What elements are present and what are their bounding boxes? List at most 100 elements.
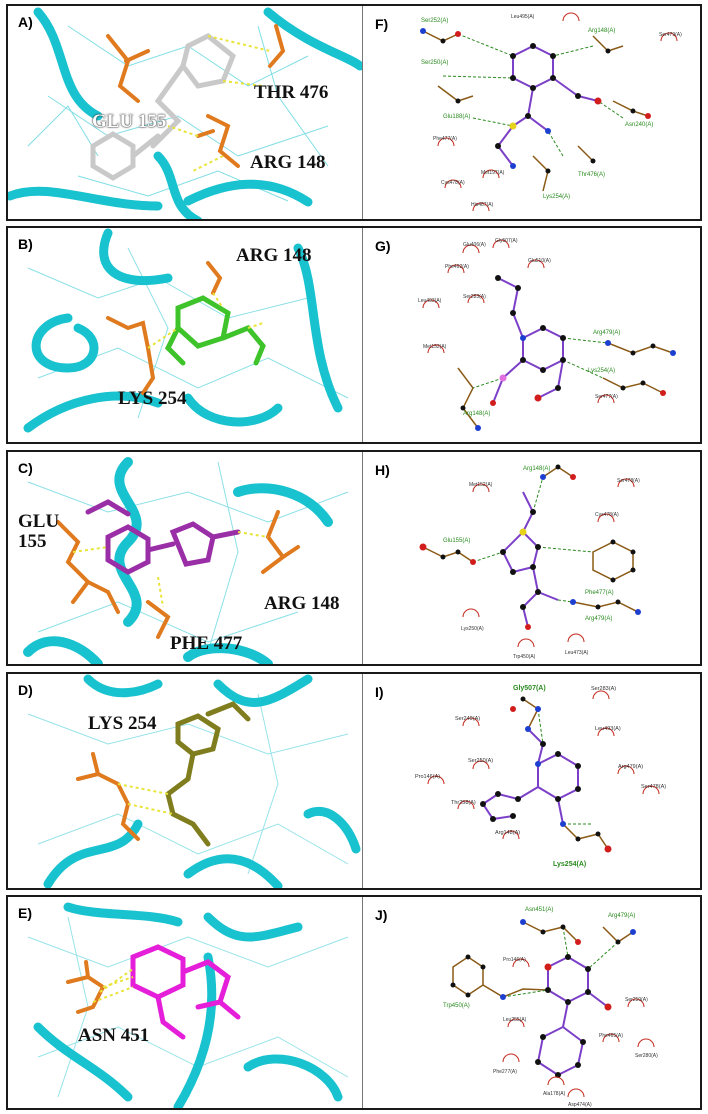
hydrophobic-label-j-4: Ser280(A) bbox=[635, 1053, 658, 1059]
structure-view-a bbox=[8, 7, 362, 219]
hydrophobic-label-g-0: Glu406(A) bbox=[463, 242, 486, 248]
structure-panel-b: B) bbox=[8, 228, 362, 442]
panel-tag-f: F) bbox=[375, 16, 389, 32]
hydrophobic-label-g-4: Ser283(A) bbox=[463, 294, 486, 300]
hbond-label-h-2: Phe477(A) bbox=[585, 590, 614, 596]
hbond-label-f-3: Glu188(A) bbox=[443, 114, 470, 120]
residue-label-arg148: ARG 148 bbox=[264, 593, 340, 614]
residue-label-thr476: THR 476 bbox=[254, 82, 329, 103]
hbond-label-h-3: Arg479(A) bbox=[585, 616, 612, 622]
structure-panel-c: C) bbox=[8, 452, 362, 664]
residue-label-lys254: LYS 254 bbox=[88, 713, 157, 734]
structure-view-e bbox=[27, 902, 349, 1108]
panel-tag-g: G) bbox=[375, 238, 391, 254]
panel-row-d: D) bbox=[6, 672, 702, 890]
ligplot-f: Ser252(A) Ser250(A) Arg148(A) Glu188(A) … bbox=[420, 12, 682, 212]
ligplot-i: Gly507(A) Lys254(A) Ser283(A) Ser249(A) … bbox=[415, 685, 666, 868]
hbond-label-j-0: Asn451(A) bbox=[525, 907, 553, 913]
ligplot-j: Asn451(A) Arg479(A) Trp450(A) Pro146(A) … bbox=[443, 907, 658, 1108]
panel-row-c: C) bbox=[6, 450, 702, 666]
hbond-label-f-2: Arg148(A) bbox=[588, 28, 615, 34]
hydrophobic-label-j-5: Phe277(A) bbox=[493, 1069, 517, 1075]
panel-row-b: B) bbox=[6, 226, 702, 444]
hydrophobic-label-i-1: Ser249(A) bbox=[455, 716, 480, 722]
hbond-label-f-0: Ser252(A) bbox=[421, 18, 448, 24]
hydrophobic-label-j-6: Ala178(A) bbox=[543, 1091, 566, 1097]
hbond-label-j-1: Arg479(A) bbox=[608, 913, 635, 919]
hbond-label-f-5: Lys254(A) bbox=[543, 194, 570, 200]
hydrophobic-label-f-3: Met197(A) bbox=[481, 170, 505, 176]
structure-view-b bbox=[23, 228, 349, 433]
hbond-label-i-1: Lys254(A) bbox=[553, 861, 586, 868]
residue-label-arg148: ARG 148 bbox=[236, 245, 312, 266]
panel-tag-b: B) bbox=[18, 236, 33, 252]
structure-view-c bbox=[23, 457, 349, 664]
hydrophobic-label-i-0: Ser283(A) bbox=[591, 686, 616, 692]
hydrophobic-label-i-8: Arg148(A) bbox=[495, 830, 520, 836]
residue-label-arg148: ARG 148 bbox=[250, 152, 326, 173]
hydrophobic-label-g-3: Glu510(A) bbox=[528, 258, 551, 264]
hbond-label-g-0: Arg479(A) bbox=[593, 330, 620, 336]
row-divider bbox=[362, 452, 363, 664]
hydrophobic-label-h-1: Ser478(A) bbox=[617, 478, 640, 484]
hydrophobic-label-j-2: Leu255(A) bbox=[503, 1017, 527, 1023]
panel-tag-a: A) bbox=[18, 14, 33, 30]
hydrophobic-label-f-4: Cys478(A) bbox=[441, 180, 465, 186]
ligplot-g: Arg479(A) Lys254(A) Arg148(A) Glu406(A) … bbox=[418, 238, 676, 431]
hydrophobic-label-f-0: Leu495(A) bbox=[511, 14, 535, 20]
hydrophobic-label-g-6: Met152(A) bbox=[423, 344, 447, 350]
panel-tag-i: I) bbox=[375, 684, 384, 700]
structure-panel-a: A) bbox=[8, 6, 362, 219]
hydrophobic-label-g-5: Leu493(A) bbox=[418, 298, 442, 304]
hydrophobic-label-i-2: Leu493(A) bbox=[595, 726, 621, 732]
hbond-label-g-2: Arg148(A) bbox=[463, 411, 490, 417]
hydrophobic-label-h-5: Leu473(A) bbox=[565, 650, 589, 656]
hydrophobic-label-j-1: Ser250(A) bbox=[625, 997, 648, 1003]
panel-tag-e: E) bbox=[18, 905, 32, 921]
panel-row-a: A) bbox=[6, 4, 702, 221]
hbond-label-h-0: Arg148(A) bbox=[523, 466, 550, 472]
hydrophobic-label-j-7: Asp474(A) bbox=[568, 1102, 592, 1108]
hydrophobic-label-j-3: Phe465(A) bbox=[599, 1033, 623, 1039]
residue-label-glu155: GLU 155 bbox=[92, 111, 167, 132]
panel-tag-h: H) bbox=[375, 462, 390, 478]
hydrophobic-label-j-0: Pro146(A) bbox=[503, 957, 526, 963]
hydrophobic-label-g-7: Ser477(A) bbox=[595, 394, 618, 400]
hydrophobic-label-g-2: Phe492(A) bbox=[445, 264, 469, 270]
interaction-plot-h: H) bbox=[363, 452, 700, 664]
structure-view-d bbox=[27, 674, 361, 888]
hbond-label-g-1: Lys254(A) bbox=[588, 368, 615, 374]
residue-label-lys254: LYS 254 bbox=[118, 388, 187, 409]
residue-label-phe477: PHE 477 bbox=[170, 633, 243, 654]
row-divider bbox=[362, 897, 363, 1108]
hydrophobic-label-i-7: Thr258(A) bbox=[451, 800, 476, 806]
ligplot-h: Arg148(A) Glu155(A) Phe477(A) Arg479(A) … bbox=[419, 464, 641, 660]
hbond-label-f-1: Ser250(A) bbox=[421, 60, 448, 66]
interaction-plot-f: F) bbox=[363, 6, 700, 219]
interaction-plot-g: G) bbox=[363, 228, 700, 442]
hydrophobic-label-i-6: Ser478(A) bbox=[641, 784, 666, 790]
structure-panel-e: E) bbox=[8, 897, 362, 1108]
hydrophobic-label-f-1: Ser479(A) bbox=[659, 32, 682, 38]
hbond-label-h-1: Glu155(A) bbox=[443, 538, 470, 544]
panel-row-e: E) bbox=[6, 895, 702, 1110]
hydrophobic-label-i-3: Ser250(A) bbox=[468, 758, 493, 764]
hydrophobic-label-h-4: Trp450(A) bbox=[513, 654, 536, 660]
hydrophobic-label-h-0: Met152(A) bbox=[469, 482, 493, 488]
hbond-label-i-0: Gly507(A) bbox=[513, 685, 546, 692]
hydrophobic-label-i-5: Pro146(A) bbox=[415, 774, 440, 780]
hbond-label-j-2: Trp450(A) bbox=[443, 1003, 470, 1009]
panel-tag-c: C) bbox=[18, 460, 33, 476]
interaction-plot-i: I) bbox=[363, 674, 700, 888]
row-divider bbox=[362, 674, 363, 888]
panel-tag-j: J) bbox=[375, 907, 388, 923]
hydrophobic-label-h-3: Lys250(A) bbox=[461, 626, 484, 632]
hydrophobic-label-f-2: Phe477(A) bbox=[433, 136, 457, 142]
hbond-label-f-6: Thr476(A) bbox=[578, 172, 605, 178]
residue-label-asn451: ASN 451 bbox=[78, 1025, 150, 1046]
hydrophobic-label-f-5: His487(A) bbox=[471, 202, 494, 208]
panel-tag-d: D) bbox=[18, 682, 33, 698]
hydrophobic-label-i-4: Arg479(A) bbox=[618, 764, 643, 770]
residue-label-glu155: GLU 155 bbox=[18, 511, 60, 552]
structure-panel-d: D) bbox=[8, 674, 362, 888]
